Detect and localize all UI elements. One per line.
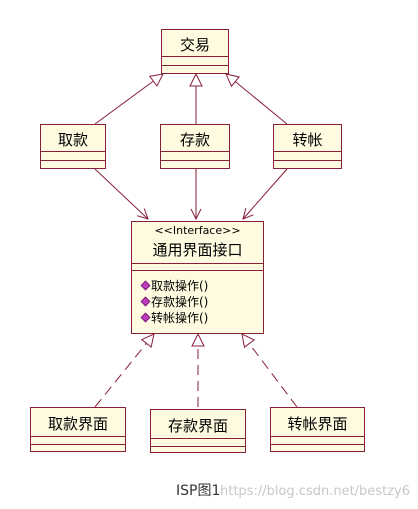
separator: [161, 151, 229, 152]
separator: [132, 263, 263, 264]
class-name: 取款: [57, 131, 88, 149]
class-zhuanzhang: 转帐: [273, 124, 342, 169]
separator: [31, 436, 125, 437]
operation-list: 取款操作() 存款操作() 转帐操作(): [140, 278, 209, 326]
separator: [162, 56, 228, 57]
edge-qukuanui-interface: [94, 334, 154, 408]
class-interface: <<Interface>> 通用界面接口 取款操作() 存款操作() 转帐操作(…: [131, 221, 264, 334]
class-jiaoyi: 交易: [161, 29, 229, 74]
separator: [41, 160, 105, 161]
figure-caption: ISP图1: [176, 483, 221, 499]
operation-icon: [140, 280, 151, 291]
interface-stereotype: <<Interface>>: [154, 224, 241, 237]
class-zhuanzhang-ui: 转帐界面: [270, 407, 365, 452]
operation-item: 取款操作(): [140, 278, 209, 294]
class-name: 转帐: [292, 131, 323, 149]
class-name: 存款界面: [167, 417, 228, 435]
separator: [271, 436, 364, 437]
separator: [151, 438, 245, 439]
separator: [31, 444, 125, 445]
separator: [274, 160, 341, 161]
separator: [162, 65, 228, 66]
watermark: https://blog.csdn.net/bestzy6: [220, 484, 410, 499]
edge-qukuan-interface: [94, 168, 148, 219]
class-cunkuan: 存款: [160, 124, 230, 169]
class-name: 取款界面: [47, 415, 108, 433]
class-name: 存款: [179, 131, 210, 149]
separator: [41, 151, 105, 152]
operation-label: 存款操作(): [151, 295, 209, 309]
operation-item: 存款操作(): [140, 294, 209, 310]
class-name: 交易: [179, 36, 210, 54]
separator: [161, 160, 229, 161]
edge-zhuanzhangui-interface: [242, 334, 298, 408]
operation-item: 转帐操作(): [140, 310, 209, 326]
separator: [271, 444, 364, 445]
edge-zhuanzhang-interface: [243, 168, 288, 219]
edge-qukuan-jiaoyi: [94, 74, 163, 125]
separator: [151, 446, 245, 447]
class-cunkuan-ui: 存款界面: [150, 409, 246, 453]
class-name: 转帐界面: [287, 415, 348, 433]
class-qukuan-ui: 取款界面: [30, 407, 126, 452]
separator: [132, 270, 263, 271]
edge-zhuanzhang-jiaoyi: [226, 74, 288, 125]
operation-label: 转帐操作(): [151, 311, 209, 325]
operation-icon: [140, 312, 151, 323]
class-qukuan: 取款: [40, 124, 106, 169]
operation-icon: [140, 296, 151, 307]
operation-label: 取款操作(): [151, 279, 209, 293]
class-name: 通用界面接口: [152, 241, 243, 259]
separator: [274, 151, 341, 152]
